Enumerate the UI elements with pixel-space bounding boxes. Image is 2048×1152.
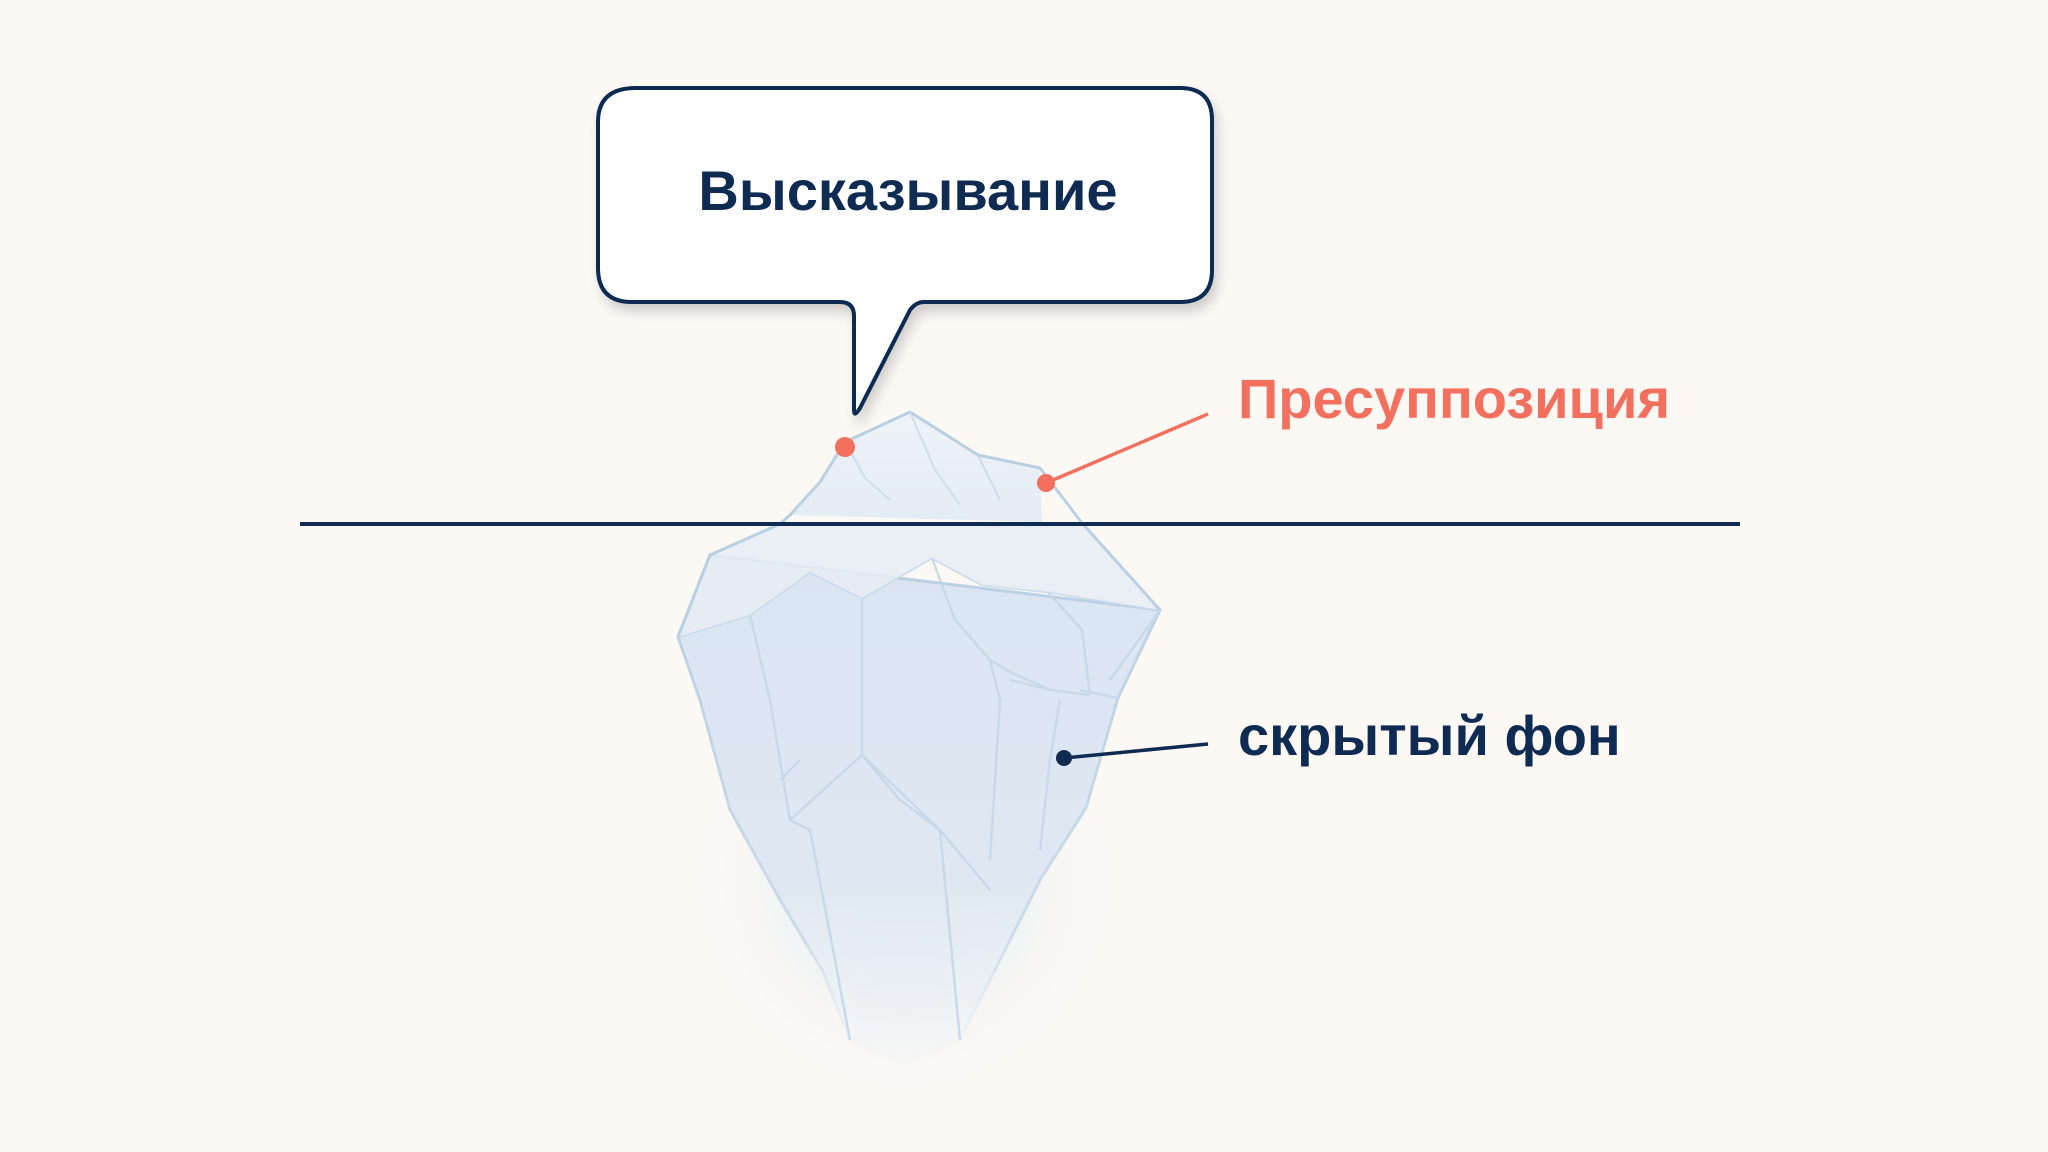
iceberg-tip (676, 410, 1162, 638)
hidden-background-label: скрытый фон (1238, 704, 1621, 767)
hidden-background-leader-line (1063, 742, 1209, 760)
presupposition-leader-line (1045, 412, 1209, 485)
speech-bubble (596, 86, 1214, 416)
presupposition-marker-left (835, 437, 855, 457)
presupposition-label: Пресуппозиция (1238, 367, 1670, 430)
speech-bubble-text: Высказывание (698, 159, 1117, 222)
